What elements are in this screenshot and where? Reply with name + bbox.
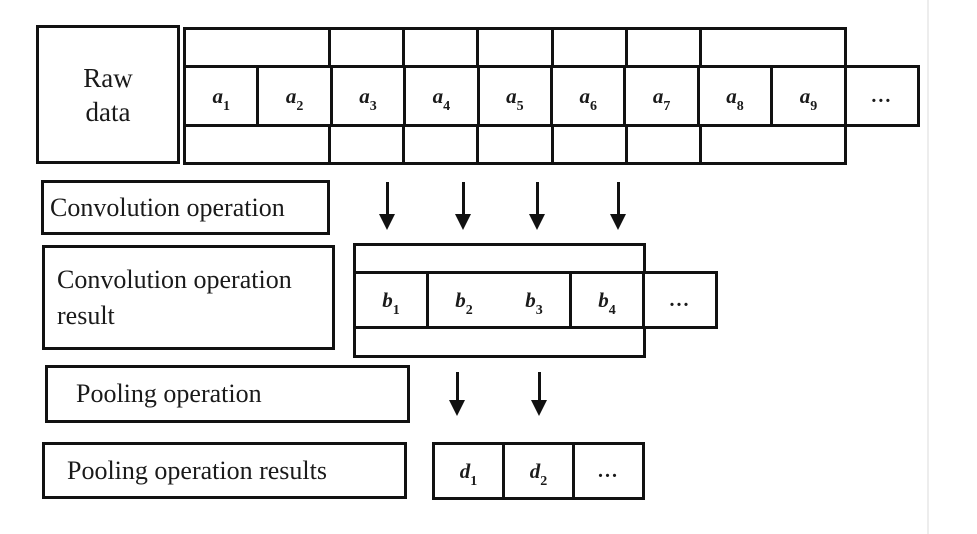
grid-cell-a9: a9 (773, 68, 847, 124)
cell-label-b3: b3 (525, 287, 543, 318)
empty-cell (331, 30, 406, 65)
cell-label-b1: b1 (382, 287, 400, 318)
down-arrow-icon (449, 372, 465, 416)
pooling-operation-box: Pooling operation (45, 365, 410, 423)
grid-cell-b4: b4 (572, 274, 645, 326)
convolution-operation-label: Convolution operation (50, 192, 285, 222)
conv-grid-top-strip (353, 243, 646, 274)
grid-cell-a3: a3 (333, 68, 407, 124)
grid-cell-a-ellipsis: ... (847, 68, 917, 124)
pool-grid-cell-row: d1 d2 ... (432, 442, 645, 500)
grid-cell-b-ellipsis: ... (645, 274, 715, 326)
convolution-result-box: Convolution operation result (42, 245, 335, 350)
cell-label-b2: b2 (455, 287, 473, 318)
down-arrow-icon (455, 182, 471, 230)
down-arrow-icon (610, 182, 626, 230)
grid-cell-a8: a8 (700, 68, 774, 124)
ellipsis-label: ... (598, 459, 619, 482)
pooling-results-label: Pooling operation results (67, 455, 327, 485)
empty-cell (702, 30, 844, 65)
cell-label-a5: a5 (506, 83, 524, 114)
ellipsis-label: ... (871, 84, 893, 107)
empty-cell (702, 127, 844, 162)
raw-grid-bottom-strip (183, 124, 847, 165)
cell-label-a3: a3 (359, 83, 377, 114)
convolution-operation-box: Convolution operation (41, 180, 330, 235)
cell-label-a2: a2 (285, 83, 304, 114)
cell-label-a6: a6 (579, 83, 597, 114)
empty-cell (356, 246, 643, 271)
grid-cell-d-ellipsis: ... (575, 445, 642, 497)
conv-grid-bottom-strip (353, 326, 646, 358)
empty-cell (479, 127, 554, 162)
grid-cell-a5: a5 (480, 68, 554, 124)
cell-label-a9: a9 (799, 83, 818, 114)
down-arrow-icon (379, 182, 395, 230)
grid-cell-b1: b1 (356, 274, 429, 326)
grid-cell-a4: a4 (406, 68, 480, 124)
down-arrow-icon (531, 372, 547, 416)
grid-cell-d1: d1 (435, 445, 505, 497)
grid-cell-d2: d2 (505, 445, 575, 497)
empty-cell (405, 30, 480, 65)
empty-cell (186, 30, 332, 65)
raw-grid-top-strip (183, 27, 847, 68)
pooling-results-box: Pooling operation results (42, 442, 407, 499)
grid-cell-a2: a2 (259, 68, 333, 124)
cell-label-a8: a8 (726, 83, 744, 114)
empty-cell (554, 30, 628, 65)
empty-cell (186, 127, 332, 162)
down-arrow-icon (529, 182, 545, 230)
cell-label-a1: a1 (212, 83, 230, 114)
cell-label-b4: b4 (598, 287, 616, 318)
empty-cell (479, 30, 554, 65)
empty-cell (554, 127, 628, 162)
cell-label-d2: d2 (529, 458, 548, 489)
conv-grid-cell-row: b1 b2 b3 b4 ... (353, 271, 718, 329)
empty-cell (628, 127, 702, 162)
empty-cell (405, 127, 480, 162)
cell-label-d1: d1 (459, 458, 478, 489)
grid-cell-a7: a7 (626, 68, 700, 124)
grid-cell-a1: a1 (186, 68, 260, 124)
pooling-operation-label: Pooling operation (76, 379, 262, 408)
faint-edge-line (927, 0, 929, 534)
empty-cell (628, 30, 702, 65)
ellipsis-label: ... (669, 288, 691, 311)
raw-data-label: Raw data (83, 62, 133, 127)
grid-cell-b2-b3-merged: b2 b3 (429, 274, 572, 326)
cell-label-a7: a7 (652, 83, 671, 114)
empty-cell (331, 127, 406, 162)
raw-data-box: Raw data (36, 25, 180, 164)
convolution-result-label: Convolution operation result (57, 264, 292, 330)
cell-label-a4: a4 (432, 83, 451, 114)
empty-cell (356, 329, 643, 355)
raw-grid-cell-row: a1 a2 a3 a4 a5 a6 a7 a8 a9 ... (183, 65, 920, 127)
grid-cell-a6: a6 (553, 68, 627, 124)
